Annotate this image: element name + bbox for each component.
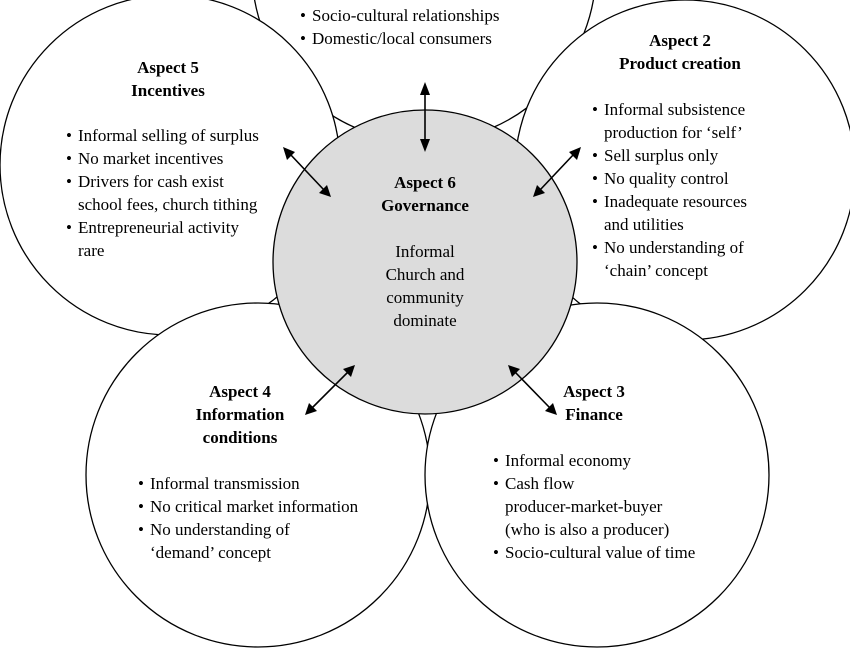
bullet-item: Domestic/local consumers: [300, 27, 499, 50]
bullet-item: No understanding of‘demand’ concept: [138, 518, 358, 564]
aspect-5-title: Aspect 5 Incentives: [98, 56, 238, 102]
bullet-item: Informal transmission: [138, 472, 358, 495]
arrow-aspect-4: [305, 365, 355, 415]
aspect-6-title: Aspect 6 Governance: [355, 171, 495, 217]
arrow-aspect-1: [420, 82, 430, 152]
aspect-3-title: Aspect 3 Finance: [534, 380, 654, 426]
bullet-item: No critical market information: [138, 495, 358, 518]
bullet-item: Informal economy: [493, 449, 695, 472]
aspect-6-body-line: community: [386, 288, 464, 307]
aspect-4-name-cont: conditions: [202, 428, 278, 447]
aspect-2-name: Product creation: [619, 54, 741, 73]
bullet-item: Socio-cultural relationships: [300, 4, 499, 27]
bullet-item: No quality control: [592, 167, 747, 190]
aspect-4-bullets: Informal transmissionNo critical market …: [138, 472, 358, 564]
bullet-item: No understanding of‘chain’ concept: [592, 236, 747, 282]
bullet-item: Informal selling of surplus: [66, 124, 259, 147]
arrow-aspect-5: [283, 147, 331, 197]
aspect-6-name: Governance: [381, 196, 469, 215]
aspect-6-body: Informal Church and community dominate: [355, 240, 495, 332]
aspect-5-name: Incentives: [131, 81, 205, 100]
aspect-2-title: Aspect 2 Product creation: [598, 29, 762, 75]
aspect-2-label: Aspect 2: [649, 31, 711, 50]
aspect-4-title: Aspect 4 Information conditions: [178, 380, 302, 449]
aspect-5-label: Aspect 5: [137, 58, 199, 77]
arrow-aspect-3: [508, 365, 557, 415]
aspect-3-name: Finance: [565, 405, 623, 424]
aspect-3-label: Aspect 3: [563, 382, 625, 401]
bullet-item: Sell surplus only: [592, 144, 747, 167]
aspect-1-bullets: Socio-cultural relationshipsDomestic/loc…: [300, 4, 499, 50]
aspect-6-body-line: Church and: [385, 265, 465, 284]
aspect-6-body-line: dominate: [393, 311, 457, 330]
aspect-6-label: Aspect 6: [394, 173, 456, 192]
aspect-5-bullets: Informal selling of surplusNo market inc…: [66, 124, 259, 262]
aspect-4-label: Aspect 4: [209, 382, 271, 401]
bullet-item: Socio-cultural value of time: [493, 541, 695, 564]
aspect-3-bullets: Informal economyCash flowproducer-market…: [493, 449, 695, 564]
arrow-aspect-2: [533, 147, 581, 197]
aspect-6-body-line: Informal: [395, 242, 455, 261]
aspect-4-name: Information: [195, 405, 285, 424]
bullet-item: No market incentives: [66, 147, 259, 170]
